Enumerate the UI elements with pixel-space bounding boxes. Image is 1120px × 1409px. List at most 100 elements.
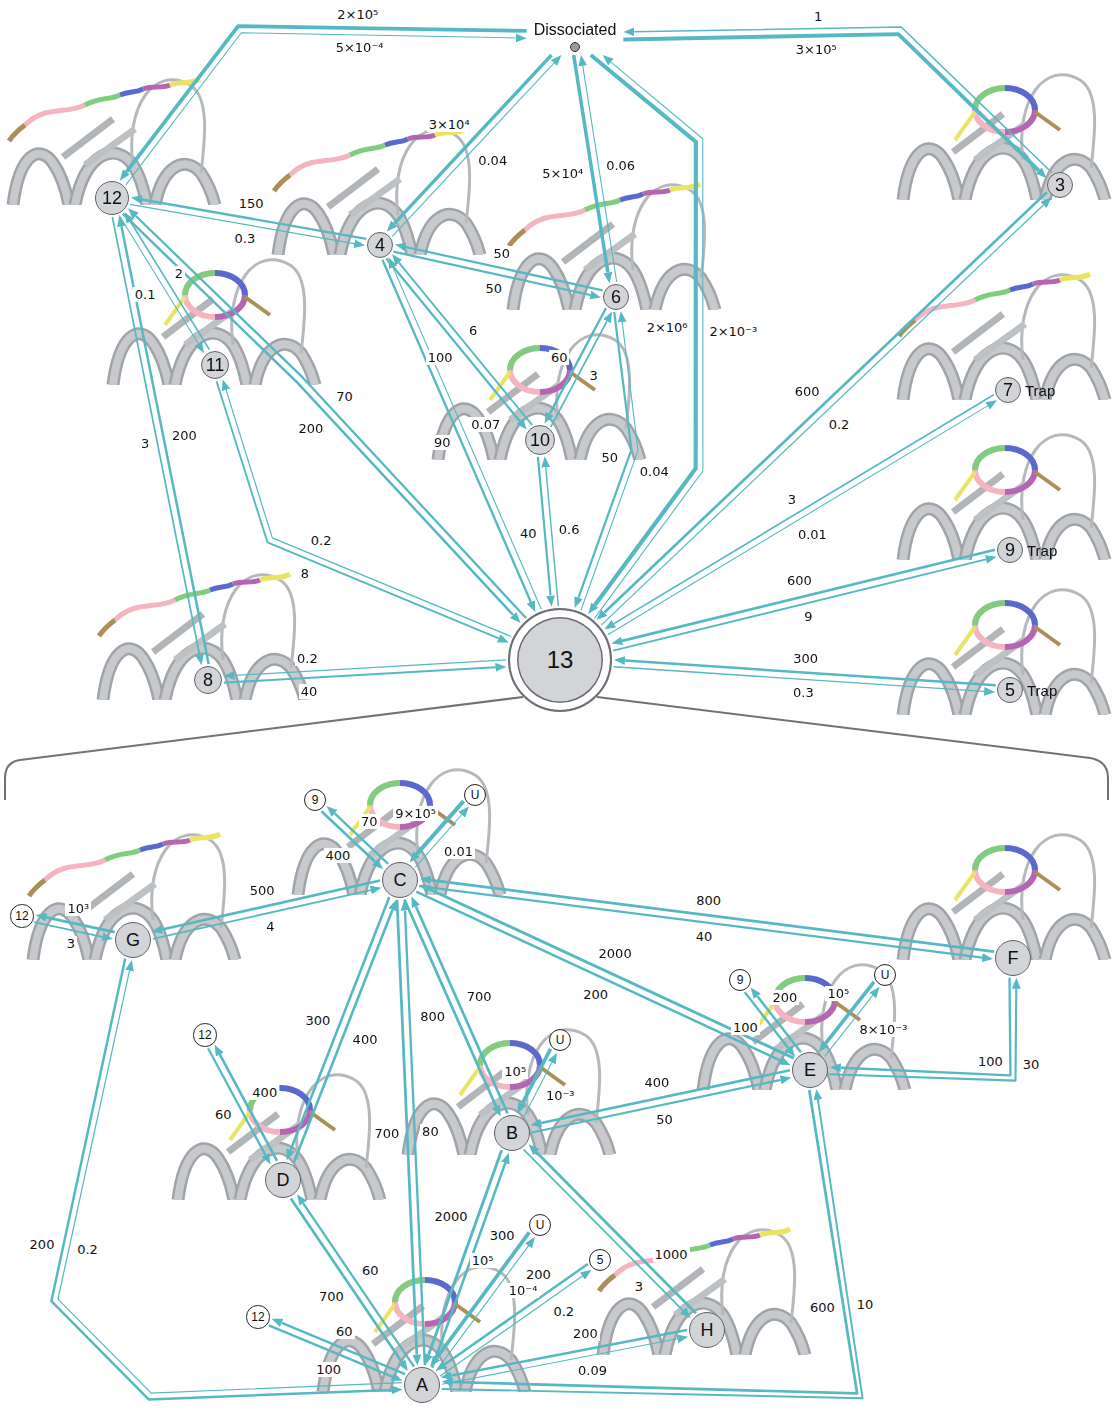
rate-label: 30 <box>1021 1057 1042 1072</box>
state-circle: D <box>265 1162 301 1198</box>
rate-arrow <box>303 1203 414 1366</box>
rate-arrow <box>440 1276 583 1376</box>
rate-arrow <box>536 1152 696 1313</box>
link-circle: 5 <box>589 1249 611 1271</box>
rate-label: 0.07 <box>469 417 502 432</box>
peptide-structure <box>955 603 1060 655</box>
rate-label: 150 <box>237 196 266 211</box>
rate-arrow <box>126 33 516 185</box>
rate-arrow <box>234 660 506 675</box>
rate-label: 0.2 <box>75 1242 100 1257</box>
protein-structure <box>113 260 315 385</box>
state-name: F <box>1008 949 1019 967</box>
protein-structure <box>903 590 1105 715</box>
rate-label: 0.04 <box>476 153 509 168</box>
state-circle: C <box>382 862 418 898</box>
state-circle: 7Trap <box>995 377 1021 403</box>
rate-label: 2×10⁶ <box>645 320 690 335</box>
rate-arrow <box>608 406 988 635</box>
state-name: 8 <box>203 671 213 689</box>
rate-label: 9×10⁵ <box>393 806 438 821</box>
link-circle: 12 <box>10 904 33 927</box>
rate-label: 50 <box>491 246 512 261</box>
rate-label: 200 <box>524 1267 553 1282</box>
rate-label: 0.1 <box>133 287 158 302</box>
rate-label: 100 <box>426 350 455 365</box>
dissociated-dot <box>570 42 580 52</box>
rate-label: 3 <box>786 492 798 507</box>
state-name: 11 <box>206 356 225 374</box>
state-circle: 5Trap <box>997 677 1023 703</box>
rate-label: 70 <box>334 389 355 404</box>
rate-label: 300 <box>488 1228 517 1243</box>
peptide-structure <box>9 79 200 141</box>
rate-label: 2×10⁵ <box>335 7 380 22</box>
rate-label: 600 <box>785 573 814 588</box>
rate-label: 100 <box>976 1054 1005 1069</box>
state-circle: F <box>995 940 1031 976</box>
state-name: E <box>804 1061 816 1079</box>
rate-label: 300 <box>303 1013 332 1028</box>
state-circle: G <box>115 922 151 958</box>
rate-arrow <box>429 1150 502 1355</box>
rate-label: 700 <box>317 1289 346 1304</box>
rate-arrow <box>622 550 995 641</box>
rate-label: 400 <box>642 1075 671 1090</box>
rate-label: 400 <box>250 1085 279 1100</box>
state-name: 10 <box>530 431 550 449</box>
peptide-structure <box>375 1280 480 1332</box>
rate-label: 10⁵ <box>825 986 851 1001</box>
rate-label: 10⁵ <box>502 1064 528 1079</box>
zoom-outline <box>5 697 523 800</box>
rate-label: 3 <box>65 936 77 951</box>
rate-arrow <box>392 63 554 236</box>
rate-arrow <box>121 226 208 664</box>
rate-label: 400 <box>351 1032 380 1047</box>
rate-label: 9 <box>802 609 814 624</box>
rate-label: 10⁻³ <box>544 1088 577 1103</box>
rate-arrow <box>394 55 551 224</box>
rate-arrow <box>226 390 511 637</box>
rate-label: 10⁻⁴ <box>507 1283 540 1298</box>
rate-label: 200 <box>28 1237 57 1252</box>
rate-arrow <box>442 1100 863 1398</box>
rate-arrow <box>591 55 696 605</box>
link-circle: 12 <box>246 1305 269 1328</box>
rate-label: 2000 <box>432 1209 469 1224</box>
rate-label: 600 <box>793 384 822 399</box>
rate-arrow <box>583 66 617 282</box>
rate-label: 0.2 <box>309 533 334 548</box>
protein-structure <box>178 1075 380 1200</box>
rate-label: 10⁵ <box>470 1253 496 1268</box>
state-name: B <box>506 1124 518 1142</box>
rate-arrow <box>431 880 994 952</box>
rate-label: 700 <box>372 1126 401 1141</box>
trap-note: Trap <box>1027 543 1057 558</box>
rate-arrow <box>538 457 551 596</box>
rate-arrow <box>224 667 496 682</box>
state-name: 5 <box>1005 681 1015 699</box>
rate-label: 3 <box>633 1279 645 1294</box>
rate-label: 0.04 <box>638 464 671 479</box>
rate-arrow <box>291 897 390 1150</box>
rate-label: 50 <box>654 1112 675 1127</box>
rate-label: 50 <box>599 450 620 465</box>
peptide-structure <box>509 184 700 246</box>
rate-arrow <box>841 978 1011 1076</box>
state-circle: 6 <box>603 284 629 310</box>
rate-label: 3 <box>588 368 600 383</box>
rate-arrow <box>419 886 982 958</box>
state-name: U <box>556 1034 565 1046</box>
rate-label: 800 <box>418 1009 447 1024</box>
rate-arrow <box>614 395 994 624</box>
state-circle: A <box>404 1367 440 1403</box>
rate-arrow <box>429 889 793 1058</box>
rate-label: 700 <box>465 989 494 1004</box>
hub-state-circle: 13 <box>508 608 612 712</box>
rate-arrow <box>382 260 530 602</box>
rate-label: 4 <box>264 919 276 934</box>
state-name: H <box>701 1321 714 1339</box>
rate-label: 200 <box>771 990 800 1005</box>
rate-label: 100 <box>314 1362 343 1377</box>
